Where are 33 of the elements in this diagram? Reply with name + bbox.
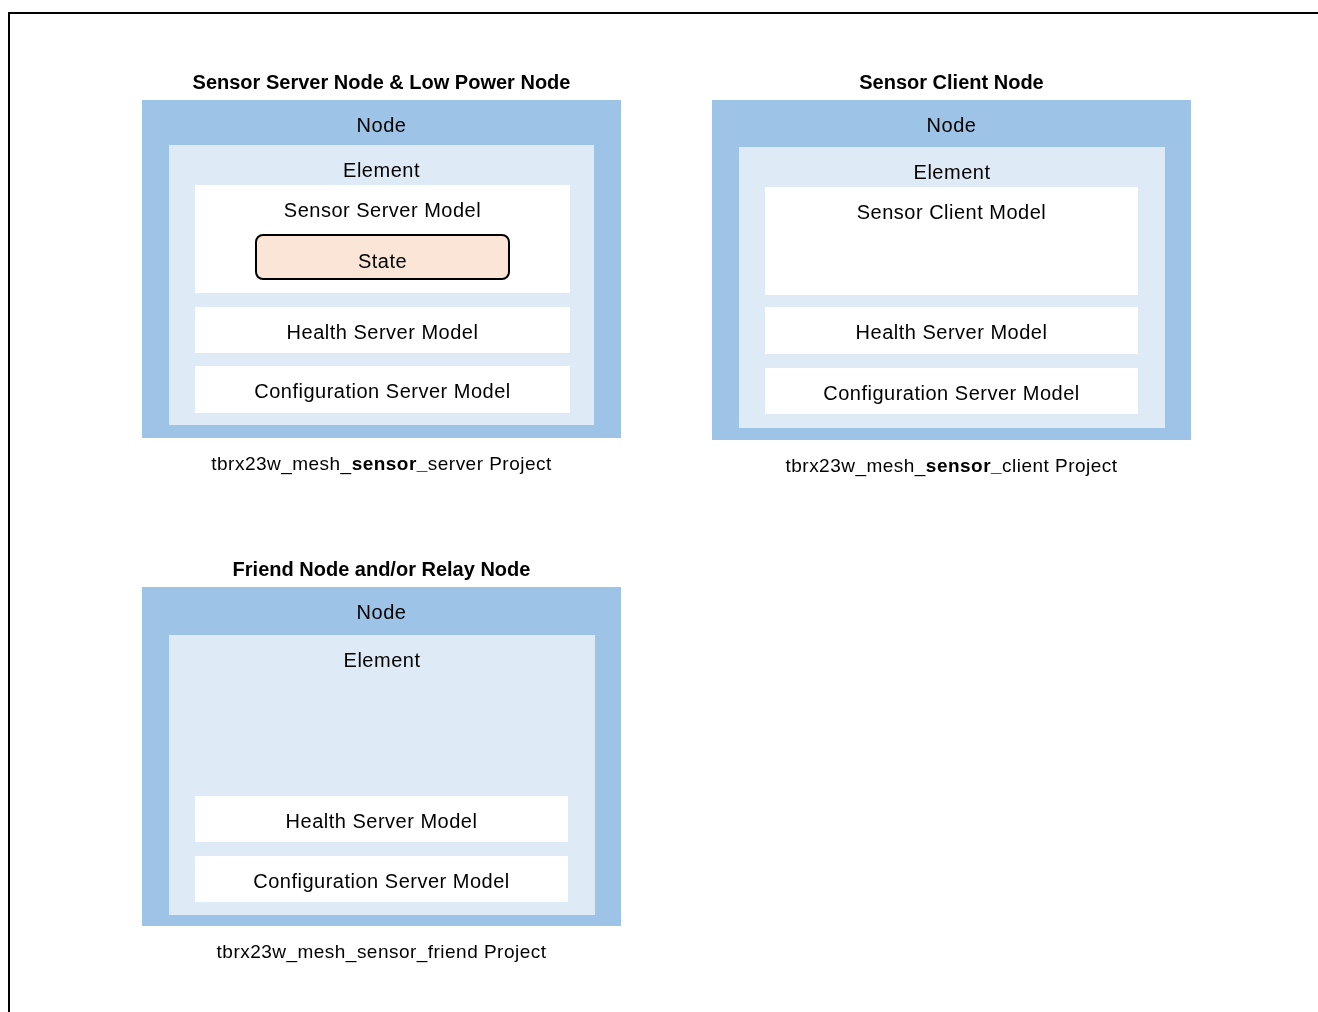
model-box	[195, 856, 568, 902]
model-box	[195, 796, 568, 842]
project-caption: tbrx23w_mesh_sensor_server Project	[210, 452, 553, 477]
box-label: Health Server Model	[854, 320, 1049, 345]
box-label: Sensor Client Model	[855, 200, 1048, 225]
project-caption: tbrx23w_mesh_sensor_client Project	[784, 454, 1119, 479]
box-label: Sensor Server Model	[282, 198, 483, 223]
model-box	[765, 368, 1138, 414]
box-label: State	[356, 249, 409, 274]
box-label: Configuration Server Model	[252, 869, 511, 894]
element-box	[739, 147, 1165, 428]
model-box	[195, 366, 570, 413]
box-label: Configuration Server Model	[822, 381, 1081, 406]
box-label: Element	[912, 160, 992, 185]
node-heading: Sensor Client Node	[858, 70, 1045, 95]
state-box	[255, 234, 510, 280]
node-heading: Friend Node and/or Relay Node	[231, 557, 532, 582]
element-box	[169, 635, 595, 915]
box-label: Element	[342, 158, 421, 183]
box-label: Health Server Model	[284, 809, 479, 834]
box-label: Node	[355, 113, 408, 138]
box-label: Health Server Model	[285, 320, 480, 345]
box-label: Element	[342, 648, 422, 673]
project-caption: tbrx23w_mesh_sensor_friend Project	[215, 940, 548, 965]
model-box	[765, 187, 1138, 295]
node-heading: Sensor Server Node & Low Power Node	[191, 70, 572, 95]
model-box	[195, 307, 570, 353]
box-label: Node	[925, 113, 978, 138]
model-box	[765, 307, 1138, 354]
box-label: Node	[355, 600, 408, 625]
box-label: Configuration Server Model	[253, 379, 512, 404]
element-box	[169, 145, 594, 425]
model-box	[195, 185, 570, 293]
